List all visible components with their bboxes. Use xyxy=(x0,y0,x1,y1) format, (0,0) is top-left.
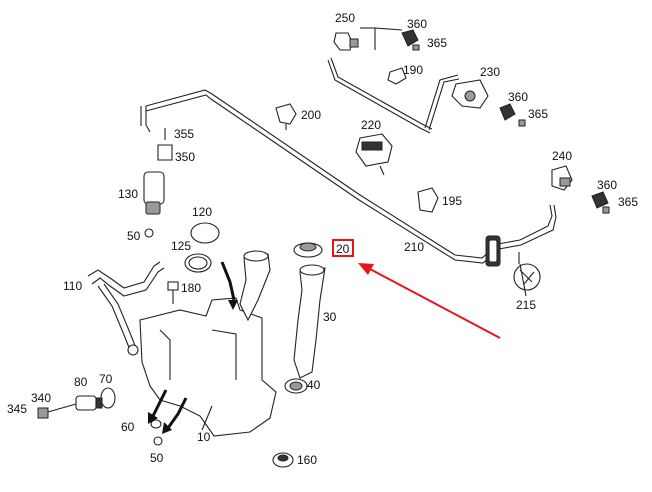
hose-210 xyxy=(140,57,557,264)
label-230: 230 xyxy=(480,65,500,79)
label-180: 180 xyxy=(181,281,201,295)
bracket-220 xyxy=(355,133,393,176)
nozzle-250 xyxy=(333,27,403,51)
label-195: 195 xyxy=(442,194,462,208)
clip-190 xyxy=(387,67,407,85)
label-110: 110 xyxy=(63,279,82,293)
highlight-box-20 xyxy=(332,239,354,257)
label-80: 80 xyxy=(74,375,88,389)
connector-340 xyxy=(37,403,77,419)
label-125: 125 xyxy=(171,239,191,253)
label-365: 365 xyxy=(528,107,548,121)
part-labels: 250 360 365 190 230 360 365 200 220 355 … xyxy=(7,11,638,467)
label-360: 360 xyxy=(407,17,427,31)
seal-70 xyxy=(100,387,116,409)
reservoir-10 xyxy=(139,250,277,437)
clip-200 xyxy=(275,103,297,130)
assembly-arrows xyxy=(148,261,238,434)
label-50: 50 xyxy=(127,229,141,243)
seal-120 xyxy=(190,222,220,244)
label-360: 360 xyxy=(597,178,617,192)
label-250: 250 xyxy=(335,11,355,25)
cap-20 xyxy=(293,242,323,258)
cap-160 xyxy=(272,452,294,468)
label-240: 240 xyxy=(552,149,572,163)
label-40: 40 xyxy=(307,378,321,392)
hose-110 xyxy=(87,261,165,356)
nozzle-240 xyxy=(551,165,573,191)
screw-50 xyxy=(153,436,163,446)
label-365: 365 xyxy=(427,36,447,50)
label-60: 60 xyxy=(121,420,135,434)
label-355: 355 xyxy=(174,127,194,141)
seal-125 xyxy=(184,253,212,273)
grommet-40 xyxy=(284,378,308,394)
callout-arrow xyxy=(358,263,501,339)
label-210: 210 xyxy=(404,240,424,254)
label-30: 30 xyxy=(323,310,337,324)
label-10: 10 xyxy=(197,430,211,444)
clip-195 xyxy=(417,187,439,213)
label-360: 360 xyxy=(508,90,528,104)
bolt-180 xyxy=(167,281,179,304)
label-190: 190 xyxy=(403,63,423,77)
label-50: 50 xyxy=(150,451,164,465)
leader-lines xyxy=(201,263,527,431)
level-sensor-80 xyxy=(75,395,103,411)
label-345: 345 xyxy=(7,402,27,416)
label-200: 200 xyxy=(301,108,321,122)
label-160: 160 xyxy=(297,453,317,467)
label-350: 350 xyxy=(175,150,195,164)
nozzle-230 xyxy=(451,79,489,109)
filler-neck-30 xyxy=(293,264,326,379)
check-valve-360b xyxy=(499,103,526,127)
label-130: 130 xyxy=(118,187,138,201)
hose-clamp-215 xyxy=(485,235,541,291)
label-215: 215 xyxy=(516,298,536,312)
label-20: 20 xyxy=(336,242,350,256)
seal-60 xyxy=(150,419,162,429)
label-70: 70 xyxy=(99,372,113,386)
label-365: 365 xyxy=(618,195,638,209)
label-340: 340 xyxy=(31,391,51,405)
check-valve-360a xyxy=(401,29,420,51)
label-120: 120 xyxy=(192,205,212,219)
check-valve-360c xyxy=(591,191,610,214)
pump-130 xyxy=(143,128,173,238)
label-220: 220 xyxy=(361,118,381,132)
